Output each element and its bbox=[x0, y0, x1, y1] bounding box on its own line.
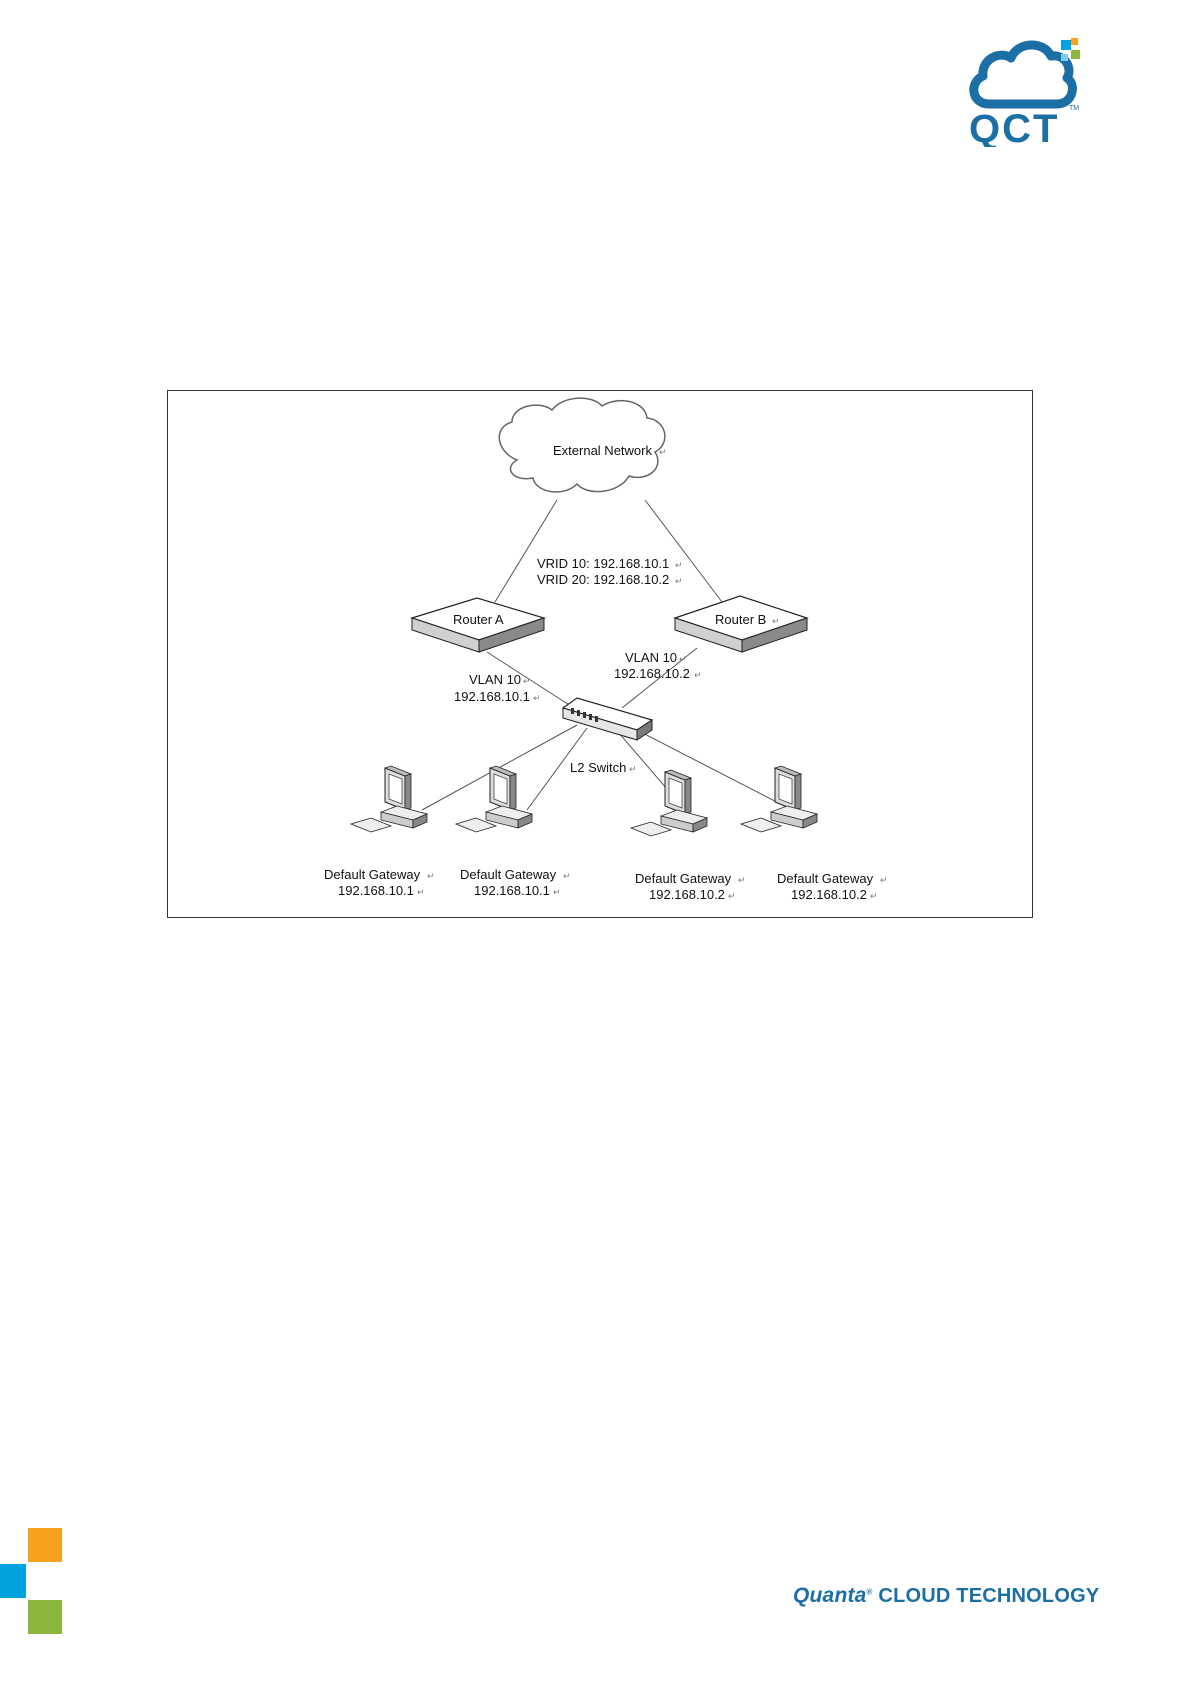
brand-registered-mark: ® bbox=[866, 1587, 873, 1597]
logo-square-blue bbox=[1061, 40, 1071, 50]
router-b: Router B ↵ VLAN 10 ↵ 192.168.10.2 ↵ bbox=[614, 595, 809, 681]
para-mark: ↵ bbox=[772, 616, 780, 626]
keyboard-icon bbox=[349, 817, 393, 833]
logo-square-lightblue bbox=[1061, 54, 1068, 61]
host-4 bbox=[739, 765, 819, 833]
cloud-icon bbox=[498, 397, 666, 493]
keyboard-icon bbox=[629, 821, 673, 837]
para-mark: ↵ bbox=[870, 891, 878, 901]
para-mark: ↵ bbox=[728, 891, 736, 901]
host-4-label: Default Gateway bbox=[777, 871, 874, 886]
router-b-label: Router B bbox=[715, 612, 766, 627]
host-2-ip: 192.168.10.1 bbox=[474, 883, 550, 898]
router-b-vlan: VLAN 10 bbox=[625, 650, 677, 665]
para-mark: ↵ bbox=[659, 447, 667, 457]
link-router-b-switch bbox=[621, 647, 698, 709]
host-3-ip: 192.168.10.2 bbox=[649, 887, 725, 902]
vrrp-network-diagram: External Network ↵ VRID 10: 192.168.10.1… bbox=[167, 390, 1033, 918]
host-1-ip: 192.168.10.1 bbox=[338, 883, 414, 898]
corner-squares-decoration bbox=[0, 1528, 62, 1634]
host-3-label: Default Gateway bbox=[635, 871, 732, 886]
l2-switch: L2 Switch ↵ bbox=[561, 697, 654, 775]
para-mark: ↵ bbox=[629, 764, 637, 774]
host-1-label: Default Gateway bbox=[324, 867, 421, 882]
vrid-line-2: VRID 20: 192.168.10.2 bbox=[537, 572, 669, 587]
brand-quanta: Quanta bbox=[793, 1584, 867, 1607]
logo-square-orange bbox=[1071, 38, 1078, 45]
para-mark: ↵ bbox=[675, 560, 683, 570]
host-4-ip: 192.168.10.2 bbox=[791, 887, 867, 902]
external-network-cloud: External Network ↵ bbox=[498, 397, 667, 493]
footer-brand: Quanta® CLOUD TECHNOLOGY bbox=[793, 1584, 1099, 1608]
para-mark: ↵ bbox=[679, 654, 687, 664]
host-2-label: Default Gateway bbox=[460, 867, 557, 882]
link-router-a-switch bbox=[486, 651, 578, 711]
cloud-logo-icon bbox=[969, 40, 1077, 109]
para-mark: ↵ bbox=[417, 887, 425, 897]
switch-label: L2 Switch bbox=[570, 760, 626, 775]
blue-square bbox=[0, 1564, 26, 1598]
para-mark: ↵ bbox=[533, 693, 541, 703]
router-a-vlan: VLAN 10 bbox=[469, 672, 521, 687]
qct-logo: QCT TM bbox=[969, 38, 1080, 147]
keyboard-icon bbox=[454, 817, 498, 833]
link-cloud-router-a bbox=[494, 499, 558, 603]
router-a-side-right bbox=[478, 617, 545, 653]
router-a-ip: 192.168.10.1 bbox=[454, 689, 530, 704]
logo-trademark: TM bbox=[1069, 105, 1079, 112]
vrid-line-1: VRID 10: 192.168.10.1 bbox=[537, 556, 669, 571]
switch-side bbox=[636, 719, 653, 741]
keyboard-icon bbox=[739, 817, 783, 833]
para-mark: ↵ bbox=[553, 887, 561, 897]
para-mark: ↵ bbox=[675, 576, 683, 586]
logo-square-green bbox=[1071, 50, 1080, 59]
router-b-ip: 192.168.10.2 bbox=[614, 666, 690, 681]
para-mark: ↵ bbox=[427, 871, 435, 881]
router-a-label: Router A bbox=[453, 612, 504, 627]
host-3 bbox=[629, 769, 709, 837]
para-mark: ↵ bbox=[880, 875, 888, 885]
host-2 bbox=[454, 765, 534, 833]
brand-cloud-technology: CLOUD TECHNOLOGY bbox=[878, 1585, 1100, 1607]
para-mark: ↵ bbox=[694, 670, 702, 680]
logo-text: QCT bbox=[969, 107, 1059, 147]
para-mark: ↵ bbox=[523, 676, 531, 686]
link-switch-host-2 bbox=[526, 727, 588, 811]
link-switch-host-4 bbox=[626, 724, 803, 816]
cloud-label: External Network bbox=[553, 443, 652, 458]
para-mark: ↵ bbox=[563, 871, 571, 881]
host-1 bbox=[349, 765, 429, 833]
switch-ports bbox=[571, 708, 598, 722]
link-cloud-router-b bbox=[644, 499, 723, 603]
orange-square bbox=[28, 1528, 62, 1562]
green-square bbox=[28, 1600, 62, 1634]
router-a: Router A VLAN 10 ↵ 192.168.10.1 ↵ bbox=[410, 597, 546, 704]
router-b-side-right bbox=[741, 617, 808, 653]
para-mark: ↵ bbox=[738, 875, 746, 885]
